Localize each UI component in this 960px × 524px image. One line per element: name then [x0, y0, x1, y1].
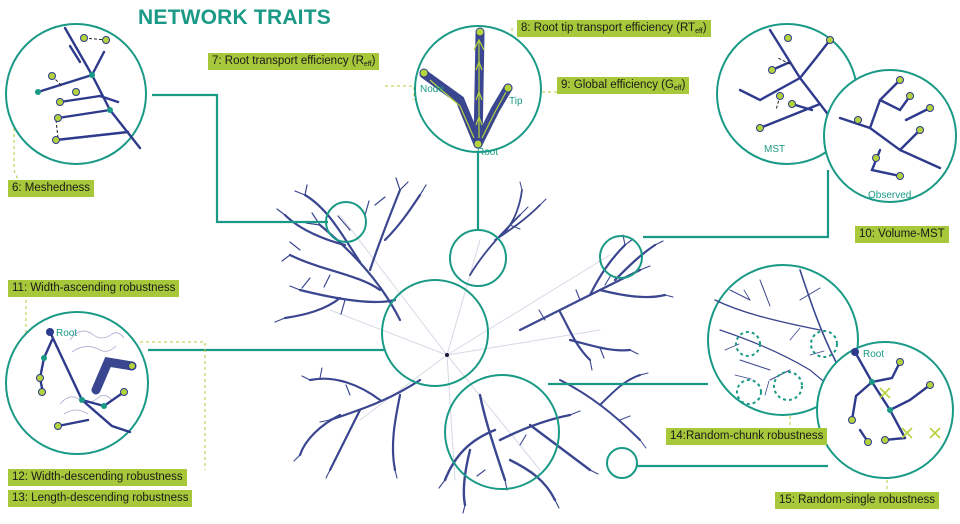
label-meshedness: 6: Meshedness [8, 180, 94, 197]
root-text-top: Root [477, 147, 498, 158]
label-random-chunk: 14:Random-chunk robustness [666, 428, 827, 445]
label-root-transport-text: 7: Root transport efficiency (R [212, 55, 364, 67]
label-global-eff: 9: Global efficiency (Geff) [557, 77, 689, 94]
label-width-asc: 11: Width-ascending robustness [8, 280, 179, 297]
inset-efficiency: Node Tip Root [415, 26, 541, 158]
inset-volume-mst: MST Observed [717, 24, 956, 202]
label-global-eff-text: 9: Global efficiency (G [561, 79, 674, 91]
label-length-desc-text: 13: Length-descending robustness [12, 492, 188, 504]
label-length-desc: 13: Length-descending robustness [8, 490, 192, 507]
label-width-desc-text: 12: Width-descending robustness [12, 471, 183, 483]
label-root-transport: 7: Root transport efficiency (Reff) [208, 53, 379, 70]
tip-text: Tip [509, 96, 523, 107]
label-root-tip: 8: Root tip transport efficiency (RTeff) [517, 20, 711, 37]
inset-width-robustness: Root [6, 312, 148, 454]
label-width-asc-text: 11: Width-ascending robustness [12, 282, 175, 294]
label-random-single-text: 15: Random-single robustness [779, 494, 935, 506]
label-root-transport-sub: eff [364, 61, 372, 68]
label-width-desc: 12: Width-descending robustness [8, 469, 187, 486]
root-text-left: Root [56, 328, 77, 339]
observed-text: Observed [868, 190, 911, 201]
root-network [275, 178, 673, 513]
root-text-right: Root [863, 349, 884, 360]
mst-text: MST [764, 144, 785, 155]
node-text: Node [420, 84, 444, 95]
label-volume-mst: 10: Volume-MST [855, 226, 949, 243]
label-root-tip-text: 8: Root tip transport efficiency (RT [521, 22, 695, 34]
label-random-chunk-text: 14:Random-chunk robustness [670, 430, 823, 442]
label-root-transport-paren: ) [372, 55, 376, 67]
label-volume-mst-text: 10: Volume-MST [859, 228, 945, 240]
inset-random-single: Root [817, 342, 953, 478]
label-root-tip-sub: eff [695, 28, 703, 35]
label-random-single: 15: Random-single robustness [775, 492, 939, 509]
label-global-eff-paren: ) [682, 79, 686, 91]
label-root-tip-paren: ) [703, 22, 707, 34]
label-meshedness-text: 6: Meshedness [12, 182, 90, 194]
inset-meshedness [6, 24, 146, 164]
label-global-eff-sub: eff [674, 85, 682, 92]
